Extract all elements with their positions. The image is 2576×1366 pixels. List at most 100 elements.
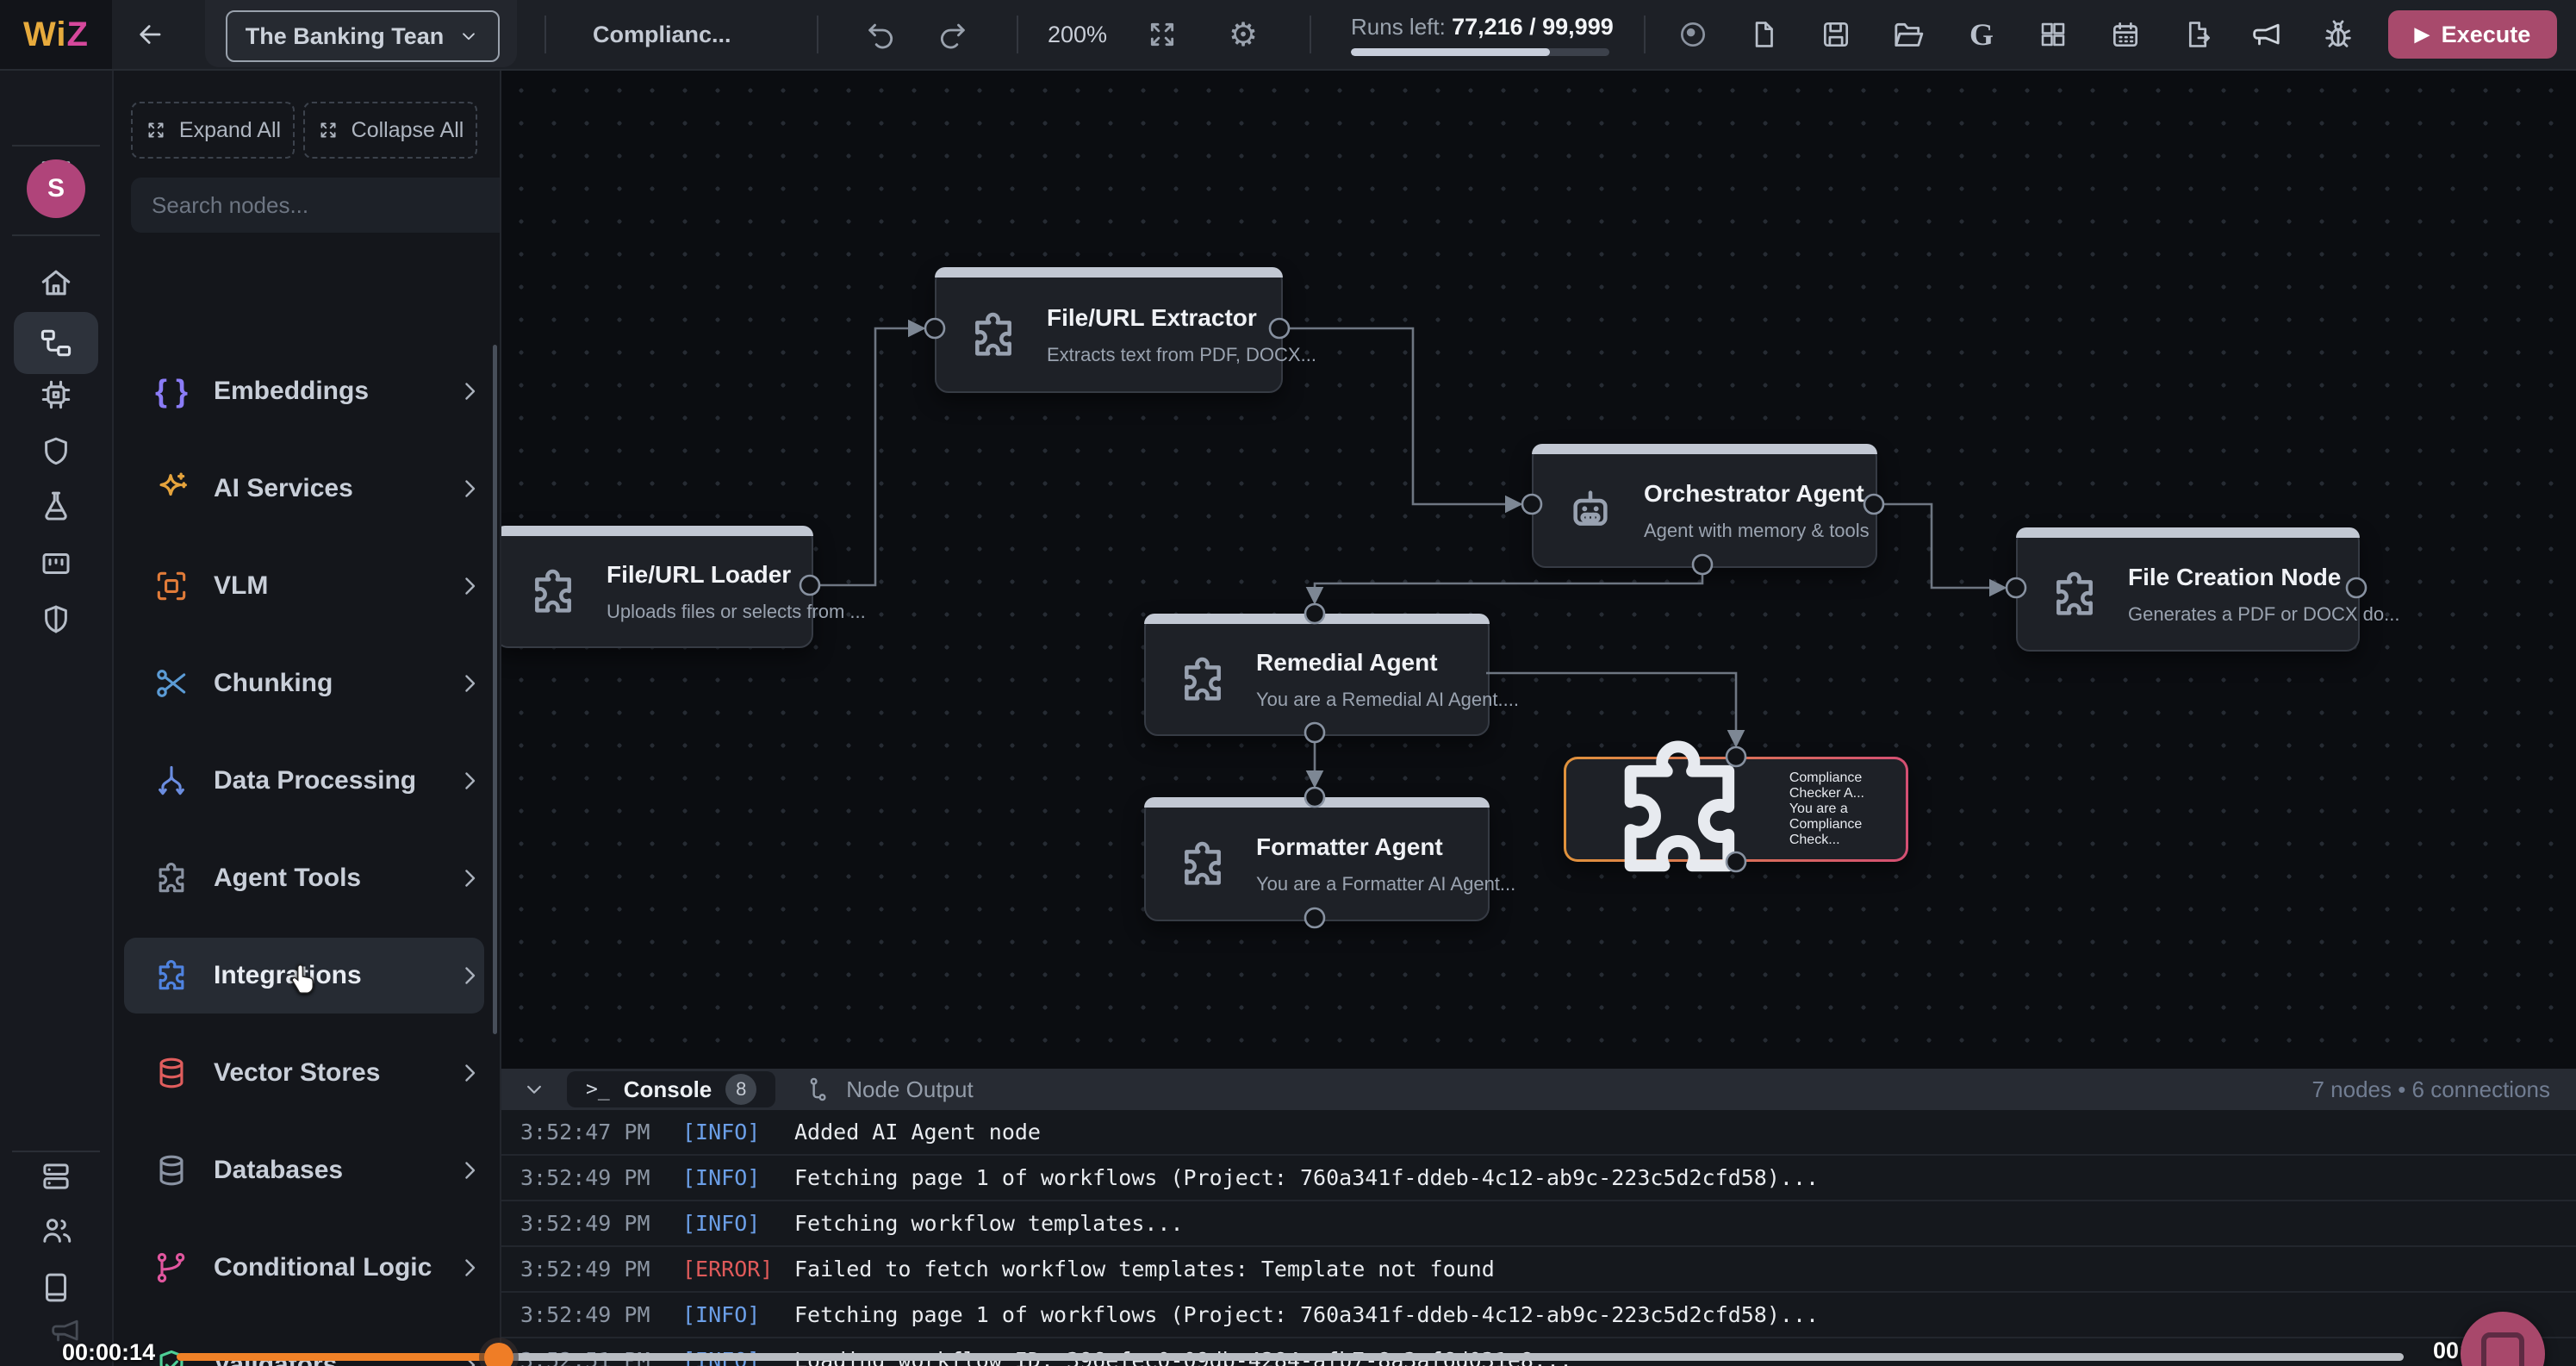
expand-arrows-icon (1150, 22, 1174, 47)
avatar[interactable]: S (27, 159, 85, 218)
category-data-processing[interactable]: Data Processing (124, 743, 484, 819)
category-label: Vector Stores (214, 1058, 381, 1087)
sidebar-item-team[interactable] (37, 1212, 75, 1250)
schedule-button[interactable] (2107, 16, 2144, 53)
log-time: 3:52:49 PM (520, 1257, 650, 1282)
node-output-icon (810, 1077, 826, 1101)
expand-all-button[interactable]: Expand All (131, 102, 295, 159)
workflow-canvas[interactable]: File/URL Loader Uploads files or selects… (500, 69, 2576, 1070)
puzzle-icon (1596, 726, 1764, 894)
collapse-all-label: Collapse All (351, 117, 464, 142)
category-ai-services[interactable]: AI Services (124, 451, 484, 527)
category-label: Databases (214, 1156, 344, 1184)
node-subtitle: Agent with memory & tools (1644, 520, 1870, 541)
open-button[interactable] (1890, 16, 1926, 53)
log-level: [INFO] (682, 1165, 761, 1190)
log-row: 3:52:49 PM [ERROR] Failed to fetch workf… (501, 1247, 2576, 1293)
chevron-right-icon (465, 675, 476, 692)
chevron-right-icon (465, 383, 476, 400)
divider (1017, 16, 1018, 53)
category-label: AI Services (214, 474, 353, 502)
node-title: Compliance Checker A... (1789, 770, 1864, 801)
category-validators[interactable]: Validators (124, 1327, 484, 1366)
node-header-cap (500, 526, 813, 536)
console-log-list[interactable]: 3:52:47 PM [INFO] Added AI Agent node 3:… (501, 1110, 2576, 1366)
sidebar-item-workflows[interactable] (37, 324, 75, 362)
sidebar-item-home[interactable] (37, 264, 75, 302)
sidebar-item-models[interactable] (37, 376, 75, 414)
puzzle-icon (152, 956, 191, 995)
node-file-url-loader[interactable]: File/URL Loader Uploads files or selects… (500, 526, 866, 648)
announcements-button[interactable] (2248, 16, 2284, 53)
category-embeddings[interactable]: { } Embeddings (124, 353, 484, 429)
category-vlm[interactable]: VLM (124, 548, 484, 624)
sidebar-item-servers[interactable] (37, 1157, 75, 1195)
split-icon (152, 761, 191, 801)
sidebar-item-security[interactable] (37, 433, 75, 471)
grid-icon (2041, 22, 2065, 47)
category-label: Integrations (214, 961, 362, 989)
node-formatter-agent[interactable]: Formatter Agent You are a Formatter AI A… (1144, 797, 1515, 921)
search-input[interactable] (131, 178, 500, 233)
team-selector-dropdown[interactable]: The Banking Tean (226, 10, 500, 62)
undo-button[interactable] (863, 16, 899, 53)
node-title: File/URL Loader (607, 561, 792, 588)
log-message: Loading workflow ID: 396efec0-09db-4284-… (794, 1348, 1573, 1366)
log-row: 3:52:49 PM [INFO] Fetching page 1 of wor… (501, 1156, 2576, 1201)
tab-node-output[interactable]: Node Output (805, 1075, 974, 1104)
console-header: >_ Console 8 Node Output 7 nodes • 6 con… (501, 1069, 2576, 1110)
node-subtitle: You are a Compliance Check... (1789, 802, 1863, 847)
log-time: 3:52:49 PM (520, 1165, 650, 1190)
scan-icon (152, 566, 191, 606)
apps-grid-button[interactable] (2035, 16, 2071, 53)
collapse-console-button[interactable] (517, 1072, 551, 1107)
chevron-right-icon (465, 1259, 476, 1276)
node-remedial-agent[interactable]: Remedial Agent You are a Remedial AI Age… (1144, 614, 1519, 736)
category-vector-stores[interactable]: Vector Stores (124, 1035, 484, 1111)
node-title: Formatter Agent (1256, 833, 1443, 860)
server-icon (43, 1163, 69, 1189)
console-count-badge: 8 (725, 1074, 757, 1105)
node-orchestrator-agent[interactable]: Orchestrator Agent Agent with memory & t… (1532, 444, 1877, 568)
log-message: Added AI Agent node (794, 1120, 1041, 1145)
panel-scrollbar[interactable] (493, 345, 497, 1034)
chevron-right-icon (465, 1357, 476, 1366)
category-agent-tools[interactable]: Agent Tools (124, 840, 484, 916)
sidebar-item-docs[interactable] (37, 1269, 75, 1307)
node-title: File/URL Extractor (1047, 304, 1257, 331)
category-chunking[interactable]: Chunking (124, 646, 484, 721)
node-header-cap (935, 267, 1283, 278)
new-file-button[interactable] (1745, 16, 1782, 53)
chevron-down-icon (463, 33, 476, 41)
execute-button[interactable]: ▶ Execute (2388, 10, 2557, 59)
node-subtitle: Extracts text from PDF, DOCX... (1047, 344, 1316, 365)
runs-progress-fill (1351, 48, 1550, 56)
console-tab-label: Console (623, 1076, 712, 1102)
visibility-button[interactable] (1675, 16, 1711, 53)
back-button[interactable] (129, 14, 171, 55)
logo[interactable]: WiZ (0, 0, 112, 69)
category-integrations[interactable]: Integrations (124, 938, 484, 1014)
chevron-right-icon (465, 577, 476, 595)
save-button[interactable] (1818, 16, 1854, 53)
node-subtitle: You are a Remedial AI Agent.... (1256, 689, 1519, 710)
category-conditional-logic[interactable]: Conditional Logic (124, 1230, 484, 1306)
settings-button[interactable]: ⚙ (1225, 16, 1261, 53)
node-compliance-checker-selected[interactable]: Compliance Checker A... You are a Compli… (1564, 757, 1908, 862)
sidebar-item-experiments[interactable] (37, 487, 75, 525)
fit-view-button[interactable] (1144, 16, 1180, 53)
google-button[interactable]: G (1963, 16, 2000, 53)
category-databases[interactable]: Databases (124, 1132, 484, 1208)
runs-left-label: Runs left: (1351, 14, 1446, 40)
workflow-title: Complianc... (593, 22, 731, 47)
redo-button[interactable] (934, 16, 970, 53)
sidebar-item-board[interactable] (37, 545, 75, 583)
node-file-creation[interactable]: File Creation Node Generates a PDF or DO… (2016, 527, 2399, 652)
node-subtitle: You are a Formatter AI Agent... (1256, 873, 1516, 895)
node-file-url-extractor[interactable]: File/URL Extractor Extracts text from PD… (935, 267, 1316, 393)
tab-console[interactable]: >_ Console 8 (567, 1071, 776, 1107)
collapse-all-button[interactable]: Collapse All (303, 102, 477, 159)
sidebar-item-privacy[interactable] (37, 601, 75, 639)
report-bug-button[interactable] (2320, 16, 2356, 53)
export-button[interactable] (2180, 16, 2216, 53)
